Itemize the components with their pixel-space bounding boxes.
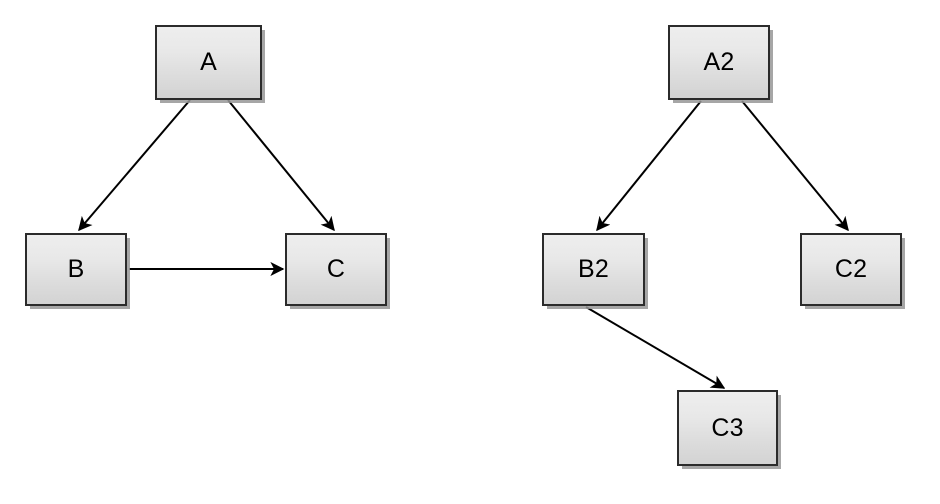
node-c[interactable]: C [285, 233, 387, 306]
node-label-a2: A2 [703, 48, 735, 76]
node-label-b: B [67, 255, 85, 283]
node-a2[interactable]: A2 [668, 25, 770, 100]
node-a[interactable]: A [155, 25, 262, 100]
node-c3[interactable]: C3 [677, 390, 778, 466]
edge-a2-to-c2 [741, 100, 849, 232]
node-label-c3: C3 [711, 413, 744, 442]
edge-a-to-b [78, 99, 191, 232]
node-label-c2: C2 [834, 255, 868, 283]
node-label-b2: B2 [578, 255, 609, 283]
node-b2[interactable]: B2 [542, 233, 645, 306]
node-label-a: A [200, 48, 217, 76]
edge-b2-to-c3 [585, 306, 726, 389]
node-b[interactable]: B [25, 233, 127, 306]
edge-a-to-c [227, 99, 335, 232]
node-label-c: C [326, 255, 346, 283]
node-c2[interactable]: C2 [800, 233, 902, 306]
edge-a2-to-b2 [596, 100, 702, 232]
edges-group [78, 99, 849, 389]
